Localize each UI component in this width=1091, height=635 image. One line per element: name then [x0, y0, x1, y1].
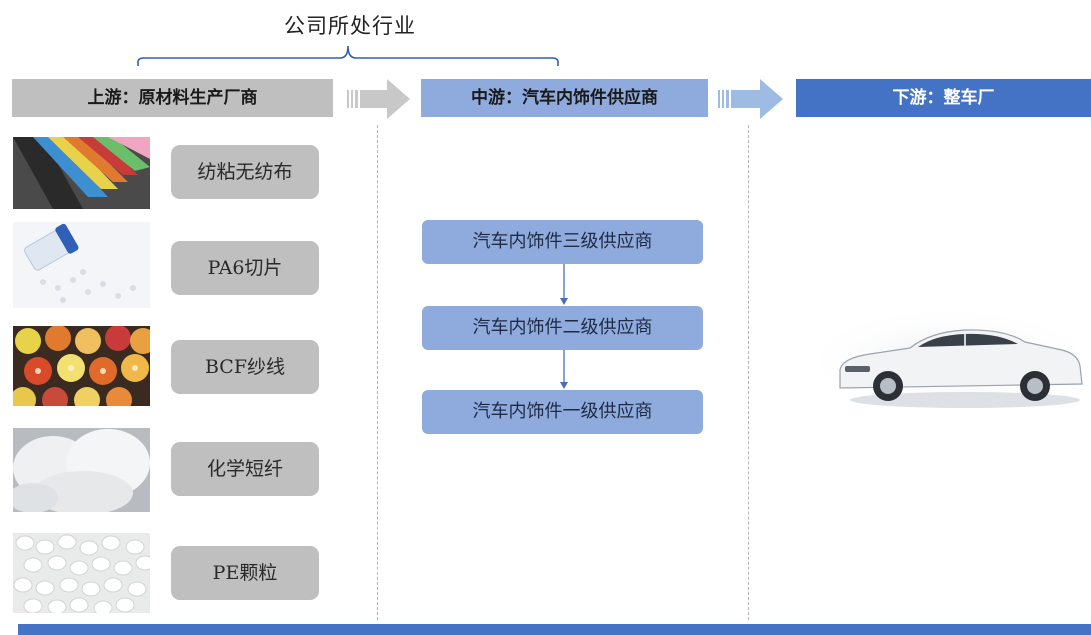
- divider-upstream-midstream: [377, 125, 378, 620]
- fabric-sheets-image: [13, 137, 150, 209]
- white-fiber-image: [13, 428, 150, 512]
- material-label: 化学短纤: [171, 442, 319, 496]
- supplier-tier1-box: 汽车内饰件一级供应商: [422, 390, 703, 434]
- arrow-down-icon: [560, 350, 568, 389]
- yarn-spools-image: [13, 326, 150, 406]
- pellets-bottle-image: [13, 222, 150, 308]
- flow-arrow-gray: [347, 79, 410, 119]
- supplier-tier3-box: 汽车内饰件三级供应商: [422, 220, 703, 264]
- material-label: PA6切片: [171, 241, 319, 295]
- stage-downstream-header: 下游：整车厂: [796, 79, 1091, 117]
- stage-midstream-header: 中游：汽车内饰件供应商: [421, 79, 708, 117]
- industry-bracket: [137, 45, 559, 66]
- white-granules-image: [13, 533, 150, 613]
- diagram-title: 公司所处行业: [284, 14, 416, 38]
- arrow-down-icon: [560, 264, 568, 305]
- material-label: PE颗粒: [171, 546, 319, 600]
- material-label: 纺粘无纺布: [171, 145, 319, 199]
- divider-midstream-downstream: [748, 125, 749, 620]
- car-image: [800, 305, 1091, 415]
- material-label: BCF纱线: [171, 340, 319, 394]
- stage-upstream-header: 上游：原材料生产厂商: [12, 79, 333, 117]
- bottom-bar: [18, 624, 1091, 635]
- supplier-tier2-box: 汽车内饰件二级供应商: [422, 306, 703, 350]
- flow-arrow-blue: [718, 79, 783, 119]
